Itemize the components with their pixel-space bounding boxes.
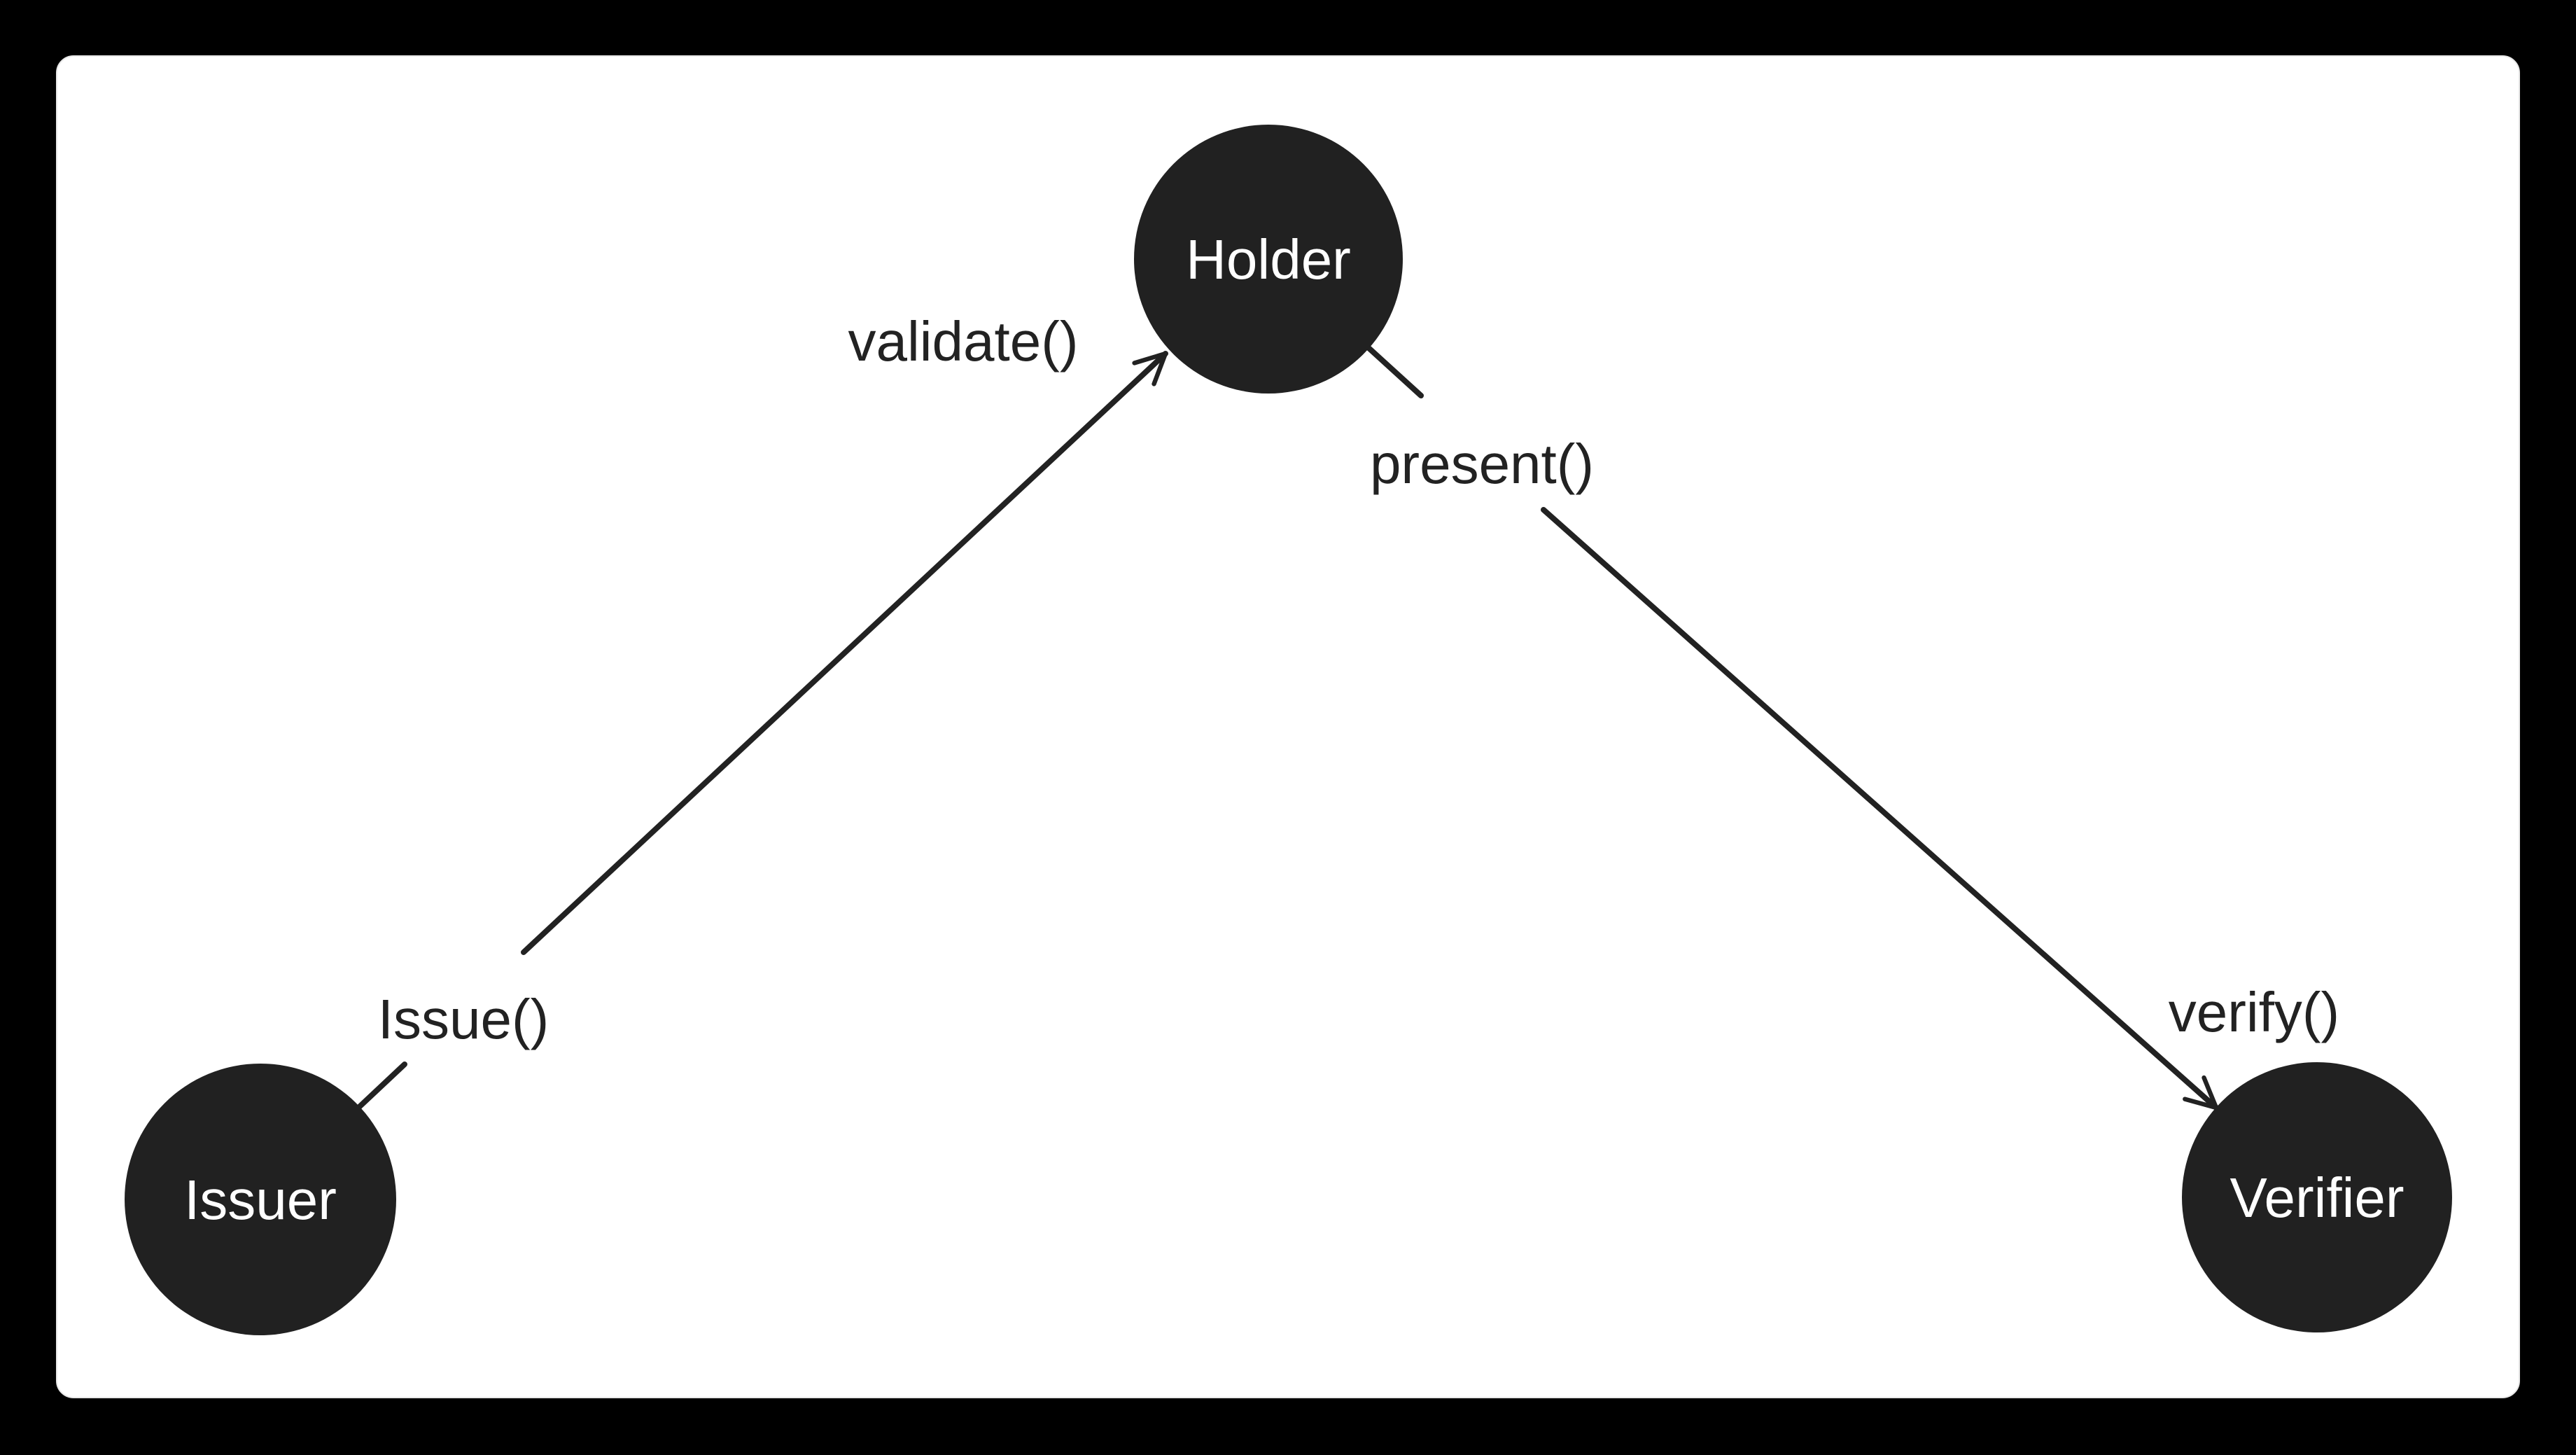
node-verifier-label: Verifier: [2230, 1167, 2404, 1229]
node-verifier: Verifier: [2182, 1062, 2452, 1332]
edge-label-validate: validate(): [848, 310, 1078, 373]
edge-label-issue: Issue(): [378, 988, 550, 1050]
edge-issuer-to-holder: Issue() validate(): [356, 310, 1168, 1111]
present-edge-line: [1541, 507, 2219, 1111]
node-issuer: Issuer: [125, 1064, 396, 1335]
node-issuer-label: Issuer: [184, 1169, 337, 1231]
present-edge-stub: [1364, 343, 1424, 398]
issue-edge-stub: [356, 1061, 407, 1111]
node-issuer-circle: [125, 1064, 396, 1335]
edge-label-verify: verify(): [2169, 981, 2339, 1043]
node-holder: Holder: [1134, 125, 1403, 394]
issue-edge-line: [521, 351, 1168, 955]
edge-label-present: present(): [1370, 433, 1594, 495]
diagram-card: [56, 55, 2520, 1398]
node-holder-circle: [1134, 125, 1403, 394]
edge-holder-to-verifier: present() verify(): [1364, 343, 2339, 1111]
node-holder-label: Holder: [1186, 228, 1351, 291]
node-verifier-circle: [2182, 1062, 2452, 1332]
